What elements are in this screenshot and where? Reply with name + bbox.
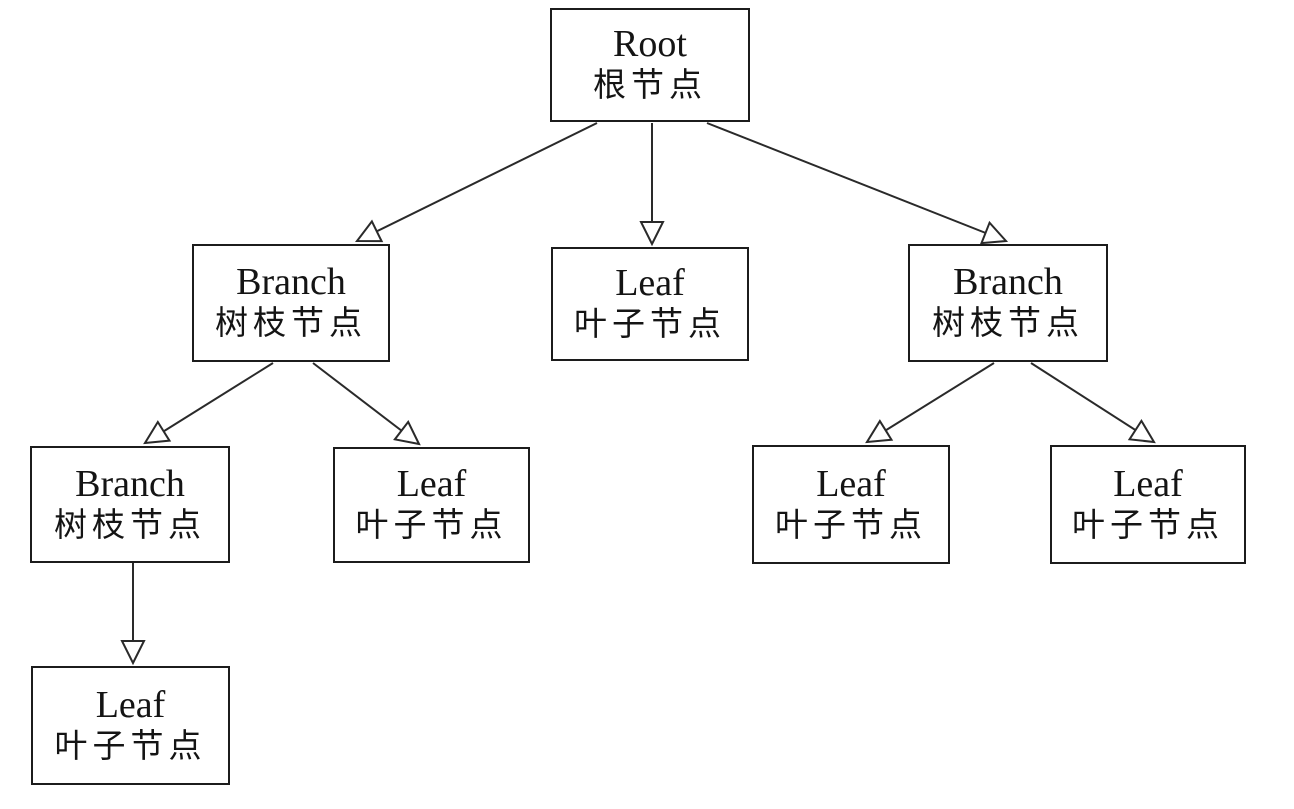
node-leaf-right-2-label-en: Leaf <box>1113 462 1183 505</box>
node-root-label-zh: 根节点 <box>593 68 707 105</box>
node-leaf-left-sub-label-en: Leaf <box>396 463 467 506</box>
node-branch-left-label-en: Branch <box>236 261 346 304</box>
node-leaf-right-1-label-zh: 叶子节点 <box>775 507 927 544</box>
node-branch-right-label-en: Branch <box>953 261 1063 304</box>
node-branch-left-sub-label-en: Branch <box>75 462 185 505</box>
node-leaf-deep-label-zh: 叶子节点 <box>54 728 207 765</box>
edge-branch-right-to-leaf-right-1 <box>865 362 995 444</box>
node-root: Root 根节点 <box>550 8 750 122</box>
node-leaf-left-sub: Leaf 叶子节点 <box>333 447 530 563</box>
node-branch-left-sub-label-zh: 树枝节点 <box>54 507 206 544</box>
node-leaf-mid-label-en: Leaf <box>615 262 685 305</box>
node-branch-left: Branch 树枝节点 <box>192 244 390 362</box>
node-branch-right-label-zh: 树枝节点 <box>932 306 1084 343</box>
edge-branch-right-to-leaf-right-2 <box>1030 362 1156 444</box>
node-branch-left-sub: Branch 树枝节点 <box>30 446 230 563</box>
node-leaf-right-2: Leaf 叶子节点 <box>1050 445 1246 564</box>
node-root-label-en: Root <box>613 23 687 66</box>
node-leaf-mid-label-zh: 叶子节点 <box>574 307 726 344</box>
node-leaf-deep: Leaf 叶子节点 <box>31 666 230 785</box>
node-branch-right: Branch 树枝节点 <box>908 244 1108 362</box>
node-leaf-right-1: Leaf 叶子节点 <box>752 445 950 564</box>
edge-root-to-branch-right <box>706 122 1009 245</box>
node-leaf-deep-label-en: Leaf <box>95 683 166 726</box>
node-branch-left-label-zh: 树枝节点 <box>215 306 367 343</box>
edge-branch-left-to-branch-left-sub <box>143 362 274 445</box>
node-leaf-right-2-label-zh: 叶子节点 <box>1072 507 1224 544</box>
edge-root-to-branch-left <box>354 122 598 243</box>
node-leaf-mid: Leaf 叶子节点 <box>551 247 749 361</box>
node-leaf-right-1-label-en: Leaf <box>816 462 886 505</box>
node-leaf-left-sub-label-zh: 叶子节点 <box>355 508 508 545</box>
edge-branch-left-to-leaf-left-sub <box>312 362 421 446</box>
